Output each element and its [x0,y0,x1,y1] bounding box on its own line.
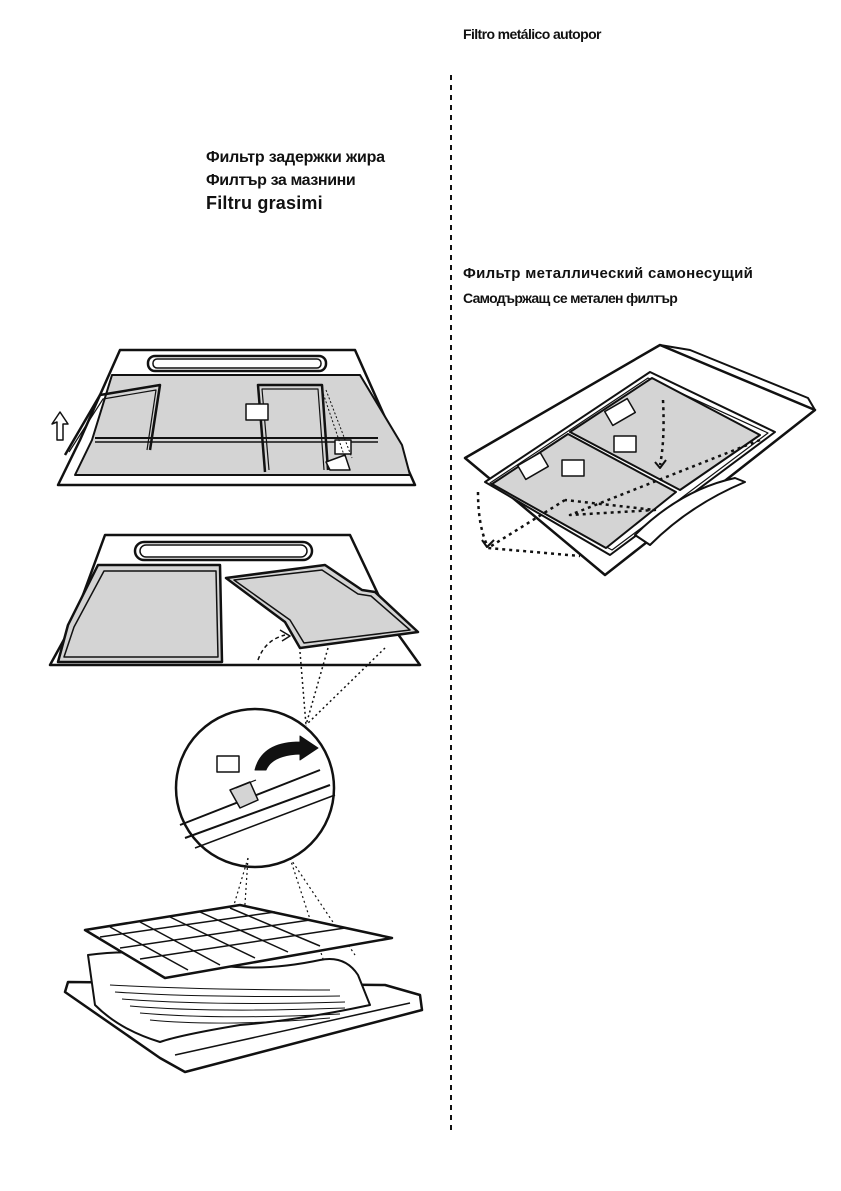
metal-filter-hood-illustration [465,345,815,575]
filter-panel-removal-illustration [50,535,420,665]
hood-underside-with-clips-illustration [52,350,415,485]
tab-detail-zoom-illustration [176,709,335,867]
filter-grid-exploded-illustration [65,905,422,1072]
